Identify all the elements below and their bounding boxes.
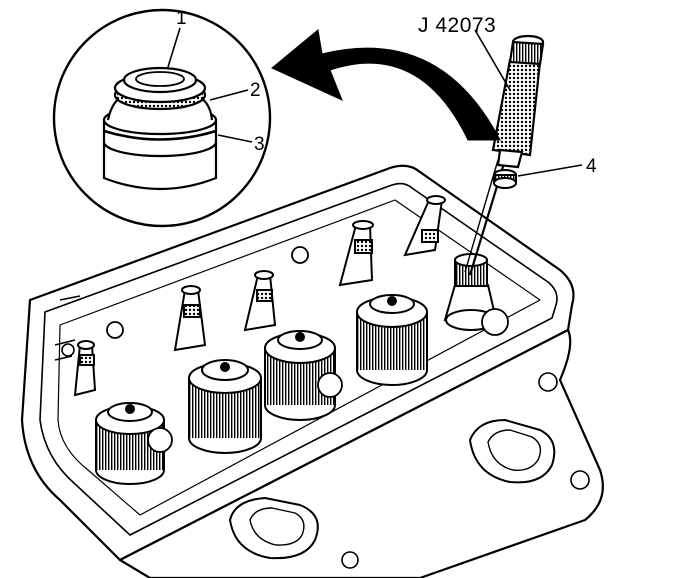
callout-3: 3 bbox=[254, 134, 265, 155]
valve-stem-2 bbox=[173, 285, 207, 352]
tool-label: J 42073 bbox=[418, 14, 496, 37]
valve-stem-5 bbox=[403, 195, 446, 257]
leader-lines bbox=[167, 27, 583, 177]
valve-stem-seal-small bbox=[493, 169, 517, 189]
valve-spring-2 bbox=[188, 359, 262, 454]
callout-2: 2 bbox=[250, 80, 261, 101]
valve-stem-3 bbox=[243, 270, 277, 332]
valve-spring-4 bbox=[356, 294, 428, 386]
valve-stems bbox=[73, 195, 497, 397]
valve-seal-enlarged bbox=[102, 66, 218, 191]
leader-4 bbox=[517, 164, 583, 177]
callout-1: 1 bbox=[176, 8, 187, 29]
seal-detail-inset bbox=[52, 8, 272, 228]
leader-2 bbox=[209, 89, 249, 101]
leader-1 bbox=[167, 27, 181, 68]
callout-4: 4 bbox=[586, 156, 597, 177]
leader-tool bbox=[474, 29, 511, 91]
rocker-pedestals bbox=[106, 246, 509, 453]
valve-stem-1 bbox=[73, 340, 97, 397]
leader-3 bbox=[217, 134, 253, 143]
head-end-detail bbox=[54, 295, 81, 361]
valve-stem-4 bbox=[338, 220, 374, 287]
head-lower-flange bbox=[118, 328, 604, 578]
installer-tool bbox=[464, 34, 545, 276]
direction-arrow bbox=[271, 29, 501, 141]
